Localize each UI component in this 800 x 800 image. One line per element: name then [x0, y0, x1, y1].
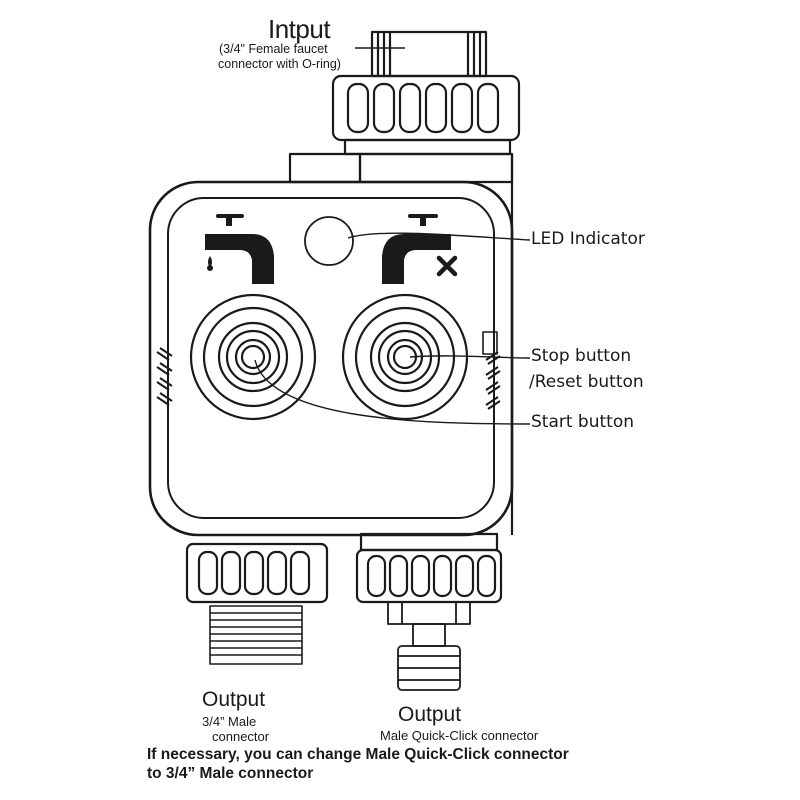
led-indicator-label: LED Indicator: [531, 229, 645, 249]
note-line2: to 3/4” Male connector: [147, 765, 314, 782]
body-collar: [288, 152, 514, 535]
input-desc-line1: (3/4" Female faucet: [219, 42, 328, 56]
input-title: Intput: [268, 14, 331, 44]
input-stem: [370, 30, 488, 78]
led-leader: [347, 232, 531, 241]
quick-click-connector: [387, 601, 471, 691]
right-output-title: Output: [398, 703, 462, 726]
right-output-nut: [355, 532, 503, 604]
input-nut: [331, 74, 521, 156]
timer-housing: [148, 180, 514, 537]
input-desc-line2: connector with O-ring): [218, 57, 341, 71]
left-male-thread: [209, 605, 303, 665]
left-output-desc-line2: connector: [212, 729, 270, 744]
stop-button-label: Stop button: [531, 346, 632, 366]
left-output-nut: [185, 542, 329, 604]
start-button-label: Start button: [531, 412, 635, 432]
left-output-title: Output: [202, 688, 266, 711]
tap-water-off-icon: [382, 214, 458, 284]
leader-lines: [254, 47, 531, 425]
start-button[interactable]: [189, 293, 317, 421]
tap-water-on-icon: [205, 214, 274, 284]
stop-reset-button[interactable]: [341, 293, 469, 421]
left-grip-ridges: [156, 347, 173, 406]
left-output-desc-line1: 3/4” Male: [202, 714, 257, 729]
right-grip-ridges: [485, 351, 501, 410]
right-output-desc: Male Quick-Click connector: [380, 728, 539, 743]
stop-leader: [409, 355, 531, 359]
start-leader: [254, 359, 531, 425]
note-line1: If necessary, you can change Male Quick-…: [147, 746, 569, 763]
led-indicator: [304, 216, 354, 266]
reset-button-label: /Reset button: [529, 372, 644, 392]
side-bracket: [482, 331, 498, 355]
